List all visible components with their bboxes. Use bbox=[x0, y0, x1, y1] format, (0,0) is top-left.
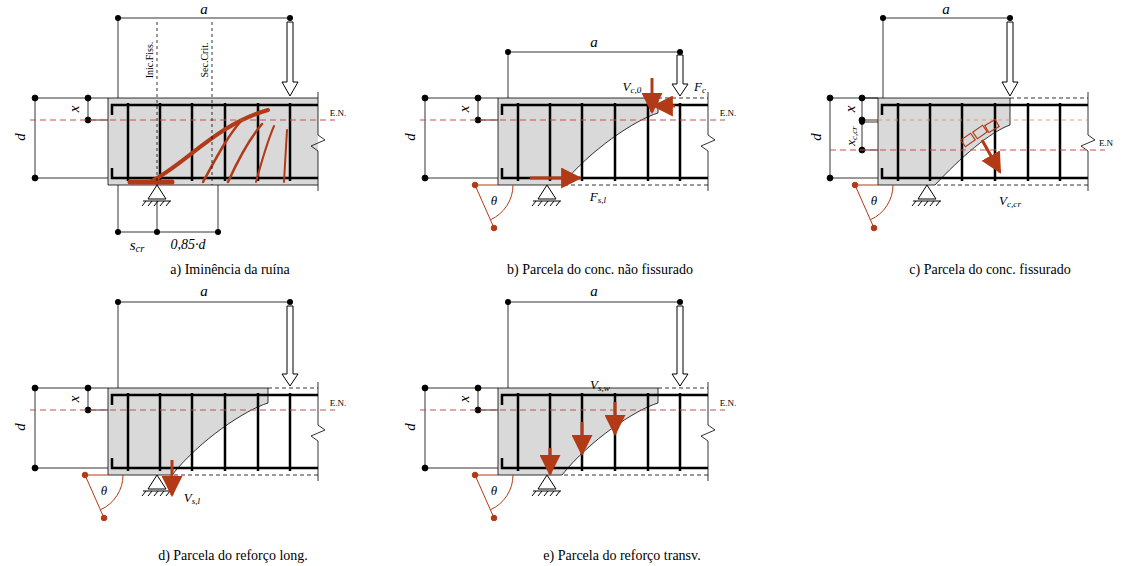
force-label: Vs,l bbox=[184, 491, 200, 504]
dimension-label: a bbox=[200, 1, 208, 16]
force-label: Vc,0 bbox=[623, 80, 642, 93]
dimension-label: a bbox=[590, 284, 598, 299]
axis-label: E.N. bbox=[330, 109, 347, 118]
angle-label: θ bbox=[871, 194, 877, 207]
dimension-label: d bbox=[809, 133, 824, 141]
dimension-label: d bbox=[13, 133, 28, 141]
caption: a) Iminência da ruína bbox=[170, 263, 289, 277]
axis-label: E.N. bbox=[720, 399, 737, 408]
dimension-label: a bbox=[200, 284, 208, 299]
dimension-label: x bbox=[843, 106, 858, 113]
axis-label: E.N. bbox=[330, 399, 347, 408]
dimension-label: a bbox=[942, 1, 950, 16]
dimension-label: 0,85·d bbox=[171, 238, 206, 252]
force-label: Fc bbox=[694, 80, 706, 93]
force-label: Vc,cr bbox=[999, 194, 1021, 207]
dimension-label: x bbox=[457, 106, 472, 113]
dimension-label: a bbox=[590, 35, 598, 50]
force-label: Vs,w bbox=[590, 378, 610, 391]
angle-label: θ bbox=[101, 484, 107, 497]
dimension-label: x bbox=[67, 396, 82, 403]
angle-label: θ bbox=[491, 484, 497, 497]
dimension-label: xc,cr bbox=[844, 126, 857, 146]
dimension-label: scr bbox=[130, 238, 145, 253]
section-label: Inic.Fiss. bbox=[145, 42, 155, 79]
caption: c) Parcela do conc. fissurado bbox=[909, 263, 1070, 277]
caption: d) Parcela do reforço long. bbox=[158, 549, 308, 563]
dimension-label: d bbox=[13, 423, 28, 431]
dimension-label: d bbox=[403, 423, 418, 431]
caption: e) Parcela do reforço transv. bbox=[543, 549, 700, 563]
force-label: Fs,l bbox=[590, 190, 606, 203]
axis-label: E.N. bbox=[720, 109, 737, 118]
angle-label: θ bbox=[491, 194, 497, 207]
dimension-label: x bbox=[457, 396, 472, 403]
caption: b) Parcela do conc. não fissurado bbox=[507, 263, 693, 277]
dimension-label: d bbox=[403, 133, 418, 141]
section-label: Sec.Crit. bbox=[200, 43, 210, 78]
axis-label: E.N bbox=[1099, 139, 1113, 148]
dimension-label: x bbox=[67, 106, 82, 113]
